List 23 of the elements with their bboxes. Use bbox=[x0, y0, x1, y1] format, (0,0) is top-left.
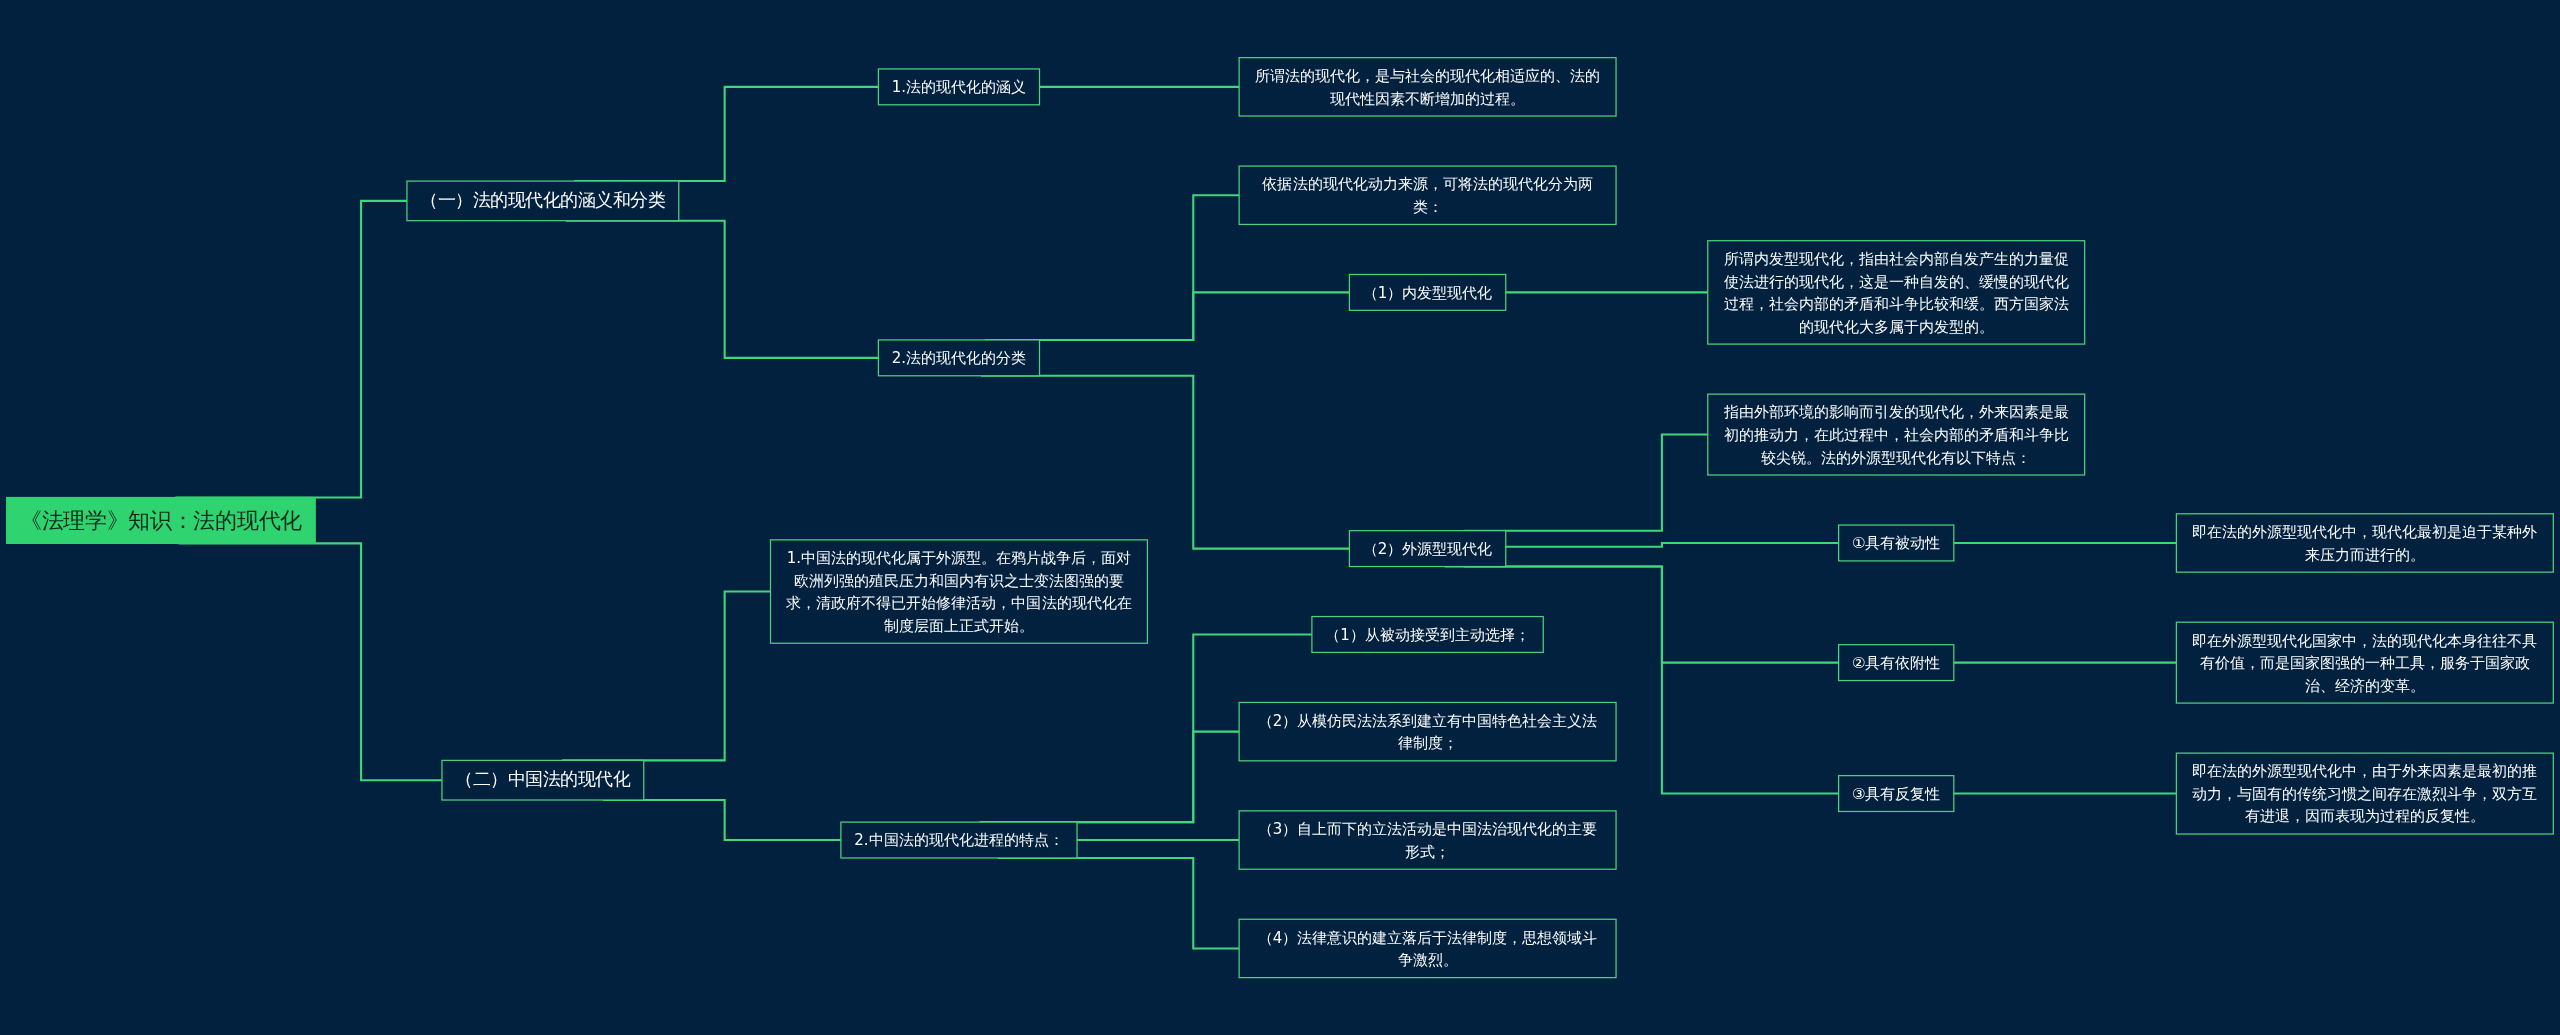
node-box: ①具有被动性 bbox=[1838, 524, 1955, 562]
node-box: （2）外源型现代化 bbox=[1348, 529, 1507, 567]
node-box: （1）内发型现代化 bbox=[1348, 273, 1507, 311]
node-box: ③具有反复性 bbox=[1838, 774, 1955, 812]
node-box: ②具有依附性 bbox=[1838, 643, 1955, 682]
node-box: 1.中国法的现代化属于外源型。在鸦片战争后，面对欧洲列强的殖民压力和国内有识之士变法图强的要求，清政府不得已开始修律活动，中国法的现代化在制度层面上正式开始。 bbox=[769, 539, 1149, 644]
node-box: 即在法的外源型现代化中，现代化最初是迫于某种外来压力而进行的。 bbox=[2175, 513, 2554, 573]
node-box: 所谓法的现代化，是与社会的现代化相适应的、法的现代性因素不断增加的过程。 bbox=[1238, 56, 1617, 117]
node-box: （3）自上而下的立法活动是中国法治现代化的主要形式； bbox=[1238, 810, 1617, 870]
node-box: 即在外源型现代化国家中，法的现代化本身往往不具有价值，而是国家图强的一种工具，服务于国家政治、经济的变革。 bbox=[2175, 621, 2554, 704]
node-box: （1）从被动接受到主动选择； bbox=[1311, 615, 1544, 653]
node-box: 依据法的现代化动力来源，可将法的现代化分为两类： bbox=[1238, 165, 1617, 225]
node-box: 所谓内发型现代化，指由社会内部自发产生的力量促使法进行的现代化，这是一种自发的、缓慢的现代化过程，社会内部的矛盾和斗争比较和缓。西方国家法的现代化大多属于内发型的。 bbox=[1707, 239, 2086, 345]
node-box: 2.法的现代化的分类 bbox=[877, 339, 1041, 377]
node-box: 《法理学》知识：法的现代化 bbox=[6, 496, 316, 544]
node-box: （4）法律意识的建立落后于法律制度，思想领域斗争激烈。 bbox=[1238, 918, 1617, 979]
node-box: 指由外部环境的影响而引发的现代化，外来因素是最初的推动力，在此过程中，社会内部的矛盾和斗争比较尖锐。法的外源型现代化有以下特点： bbox=[1707, 393, 2086, 476]
node-box: 1.法的现代化的涵义 bbox=[877, 68, 1041, 106]
node-box: （二）中国法的现代化 bbox=[441, 759, 645, 801]
node-box: 即在法的外源型现代化中，由于外来因素是最初的推动力，与固有的传统习惯之间存在激烈斗争，双方互有进退，因而表现为过程的反复性。 bbox=[2175, 752, 2554, 835]
node-box: （一）法的现代化的涵义和分类 bbox=[406, 180, 680, 222]
node-box: （2）从模仿民法法系到建立有中国特色社会主义法律制度； bbox=[1238, 701, 1617, 762]
node-box: 2.中国法的现代化进程的特点： bbox=[840, 821, 1078, 859]
